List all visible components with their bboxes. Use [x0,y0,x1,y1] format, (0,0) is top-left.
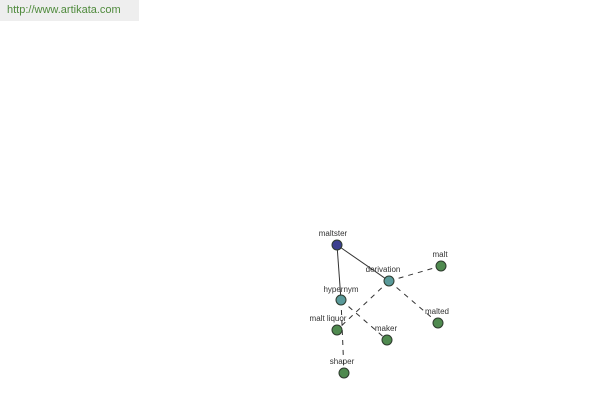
node-derivation[interactable]: derivation [366,265,401,287]
node-maker[interactable]: maker [375,324,398,346]
node-malted[interactable]: malted [425,307,449,329]
edge-maltster-derivation [336,244,390,282]
node-malt-liquor[interactable]: malt liquor [310,314,347,336]
node-dot-malt[interactable] [435,260,447,272]
source-url[interactable]: http://www.artikata.com [0,0,139,21]
node-label-derivation[interactable]: derivation [366,265,401,274]
node-shaper[interactable]: shaper [330,357,355,379]
node-label-malted[interactable]: malted [425,307,449,316]
edge-hypernym-shaper [340,299,345,374]
node-label-maker[interactable]: maker [375,324,398,333]
node-dot-maltster[interactable] [331,239,343,251]
node-dot-hypernym[interactable] [335,294,347,306]
node-dot-malt-liquor[interactable] [331,324,343,336]
node-dot-derivation[interactable] [383,275,395,287]
node-label-hypernym[interactable]: hypernym [323,285,358,294]
node-label-maltster[interactable]: maltster [319,229,348,238]
node-label-shaper[interactable]: shaper [330,357,355,366]
edge-derivation-malted [388,280,439,324]
graph-nodes: maltster derivation hypernym malt malted malt… [310,229,449,379]
node-dot-shaper[interactable] [338,367,350,379]
node-malt[interactable]: malt [432,250,448,272]
node-hypernym[interactable]: hypernym [323,285,359,306]
node-maltster[interactable]: maltster [319,229,348,251]
node-label-malt[interactable]: malt [432,250,448,259]
node-dot-maker[interactable] [381,334,393,346]
node-dot-malted[interactable] [432,317,444,329]
edge-hypernym-maker [340,299,388,341]
node-label-malt-liquor[interactable]: malt liquor [310,314,347,323]
graph-edges [336,244,442,374]
edge-maltster-hypernym [336,244,342,301]
edge-derivation-malt-liquor [336,280,390,331]
